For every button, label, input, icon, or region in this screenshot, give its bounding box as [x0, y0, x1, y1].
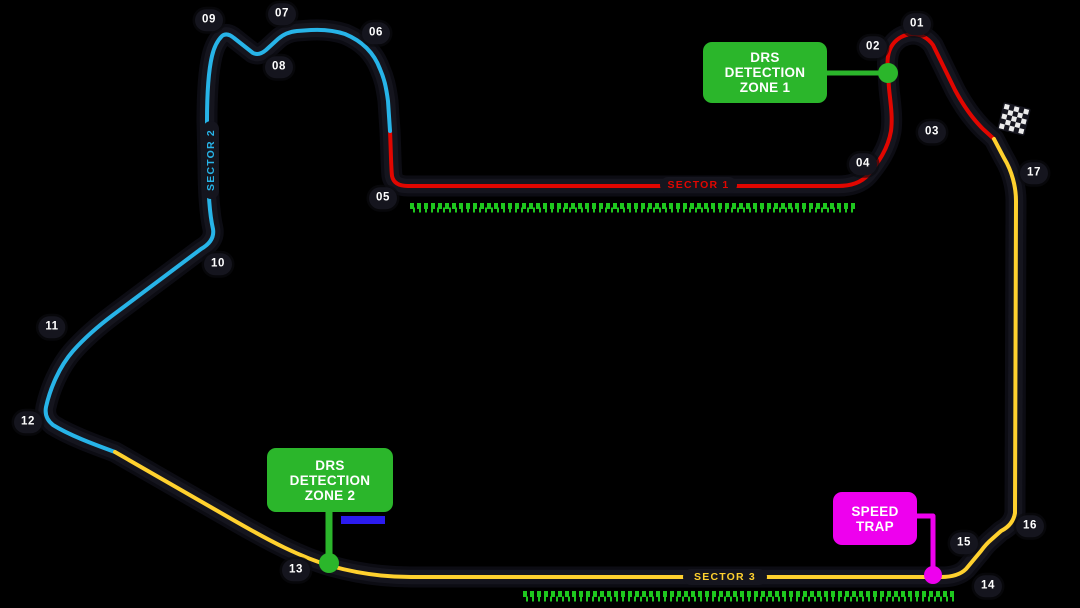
speed-trap-marker-dot — [924, 566, 942, 584]
drs-detection-zone-1-box: DRS DETECTION ZONE 1 — [703, 42, 827, 103]
checkered-flag-icon — [997, 102, 1031, 136]
drs-zone2-line3: ZONE 2 — [304, 487, 356, 503]
turn-badge-09: 09 — [195, 9, 223, 31]
drs-zone1-line3: ZONE 1 — [739, 80, 791, 95]
turn-badge-05: 05 — [369, 187, 397, 209]
sector3-label: SECTOR 3 — [683, 569, 767, 585]
sector3-label-text: SECTOR 3 — [694, 570, 756, 583]
sector2-label: SECTOR 2 — [203, 121, 219, 199]
turn-badge-06: 06 — [362, 22, 390, 44]
speed-trap-connector — [916, 513, 936, 570]
turn-badge-08: 08 — [265, 56, 293, 78]
speed-trap-line2: TRAP — [856, 518, 894, 534]
drs-zone1-line1: DRS — [750, 50, 780, 65]
turn-badge-13: 13 — [282, 559, 310, 581]
turn-badge-01: 01 — [903, 13, 931, 35]
sector1-line — [388, 32, 996, 188]
speed-trap-box: SPEED TRAP — [833, 492, 917, 545]
turn-badge-14: 14 — [974, 575, 1002, 597]
drs-detection-zone-2-box: DRS DETECTION ZONE 2 — [267, 448, 393, 512]
speed-trap-line1: SPEED — [851, 503, 899, 519]
drs-zone2-line2: DETECTION — [289, 472, 371, 488]
drs-zone2-marker-dot — [319, 553, 339, 573]
drs-zone1-marker-dot — [878, 63, 898, 83]
sector1-label-text: SECTOR 1 — [667, 178, 730, 191]
turn-badge-16: 16 — [1016, 515, 1044, 537]
sector1-label: SECTOR 1 — [660, 177, 737, 193]
turn-badge-04: 04 — [849, 153, 877, 175]
blue-mark — [341, 516, 385, 524]
turn-badge-10: 10 — [204, 253, 232, 275]
turn-badge-03: 03 — [918, 121, 946, 143]
turn-badge-12: 12 — [14, 411, 42, 433]
sector2-label-text: SECTOR 2 — [204, 129, 217, 191]
sector2-line — [43, 27, 392, 454]
turn-badge-15: 15 — [950, 532, 978, 554]
drs-zone2-line1: DRS — [315, 457, 345, 473]
turn-badge-07: 07 — [268, 3, 296, 25]
turn-badge-17: 17 — [1020, 162, 1048, 184]
turn-badge-11: 11 — [38, 316, 66, 338]
drs-zone1-line2: DETECTION — [724, 65, 806, 80]
turn-badge-02: 02 — [859, 36, 887, 58]
